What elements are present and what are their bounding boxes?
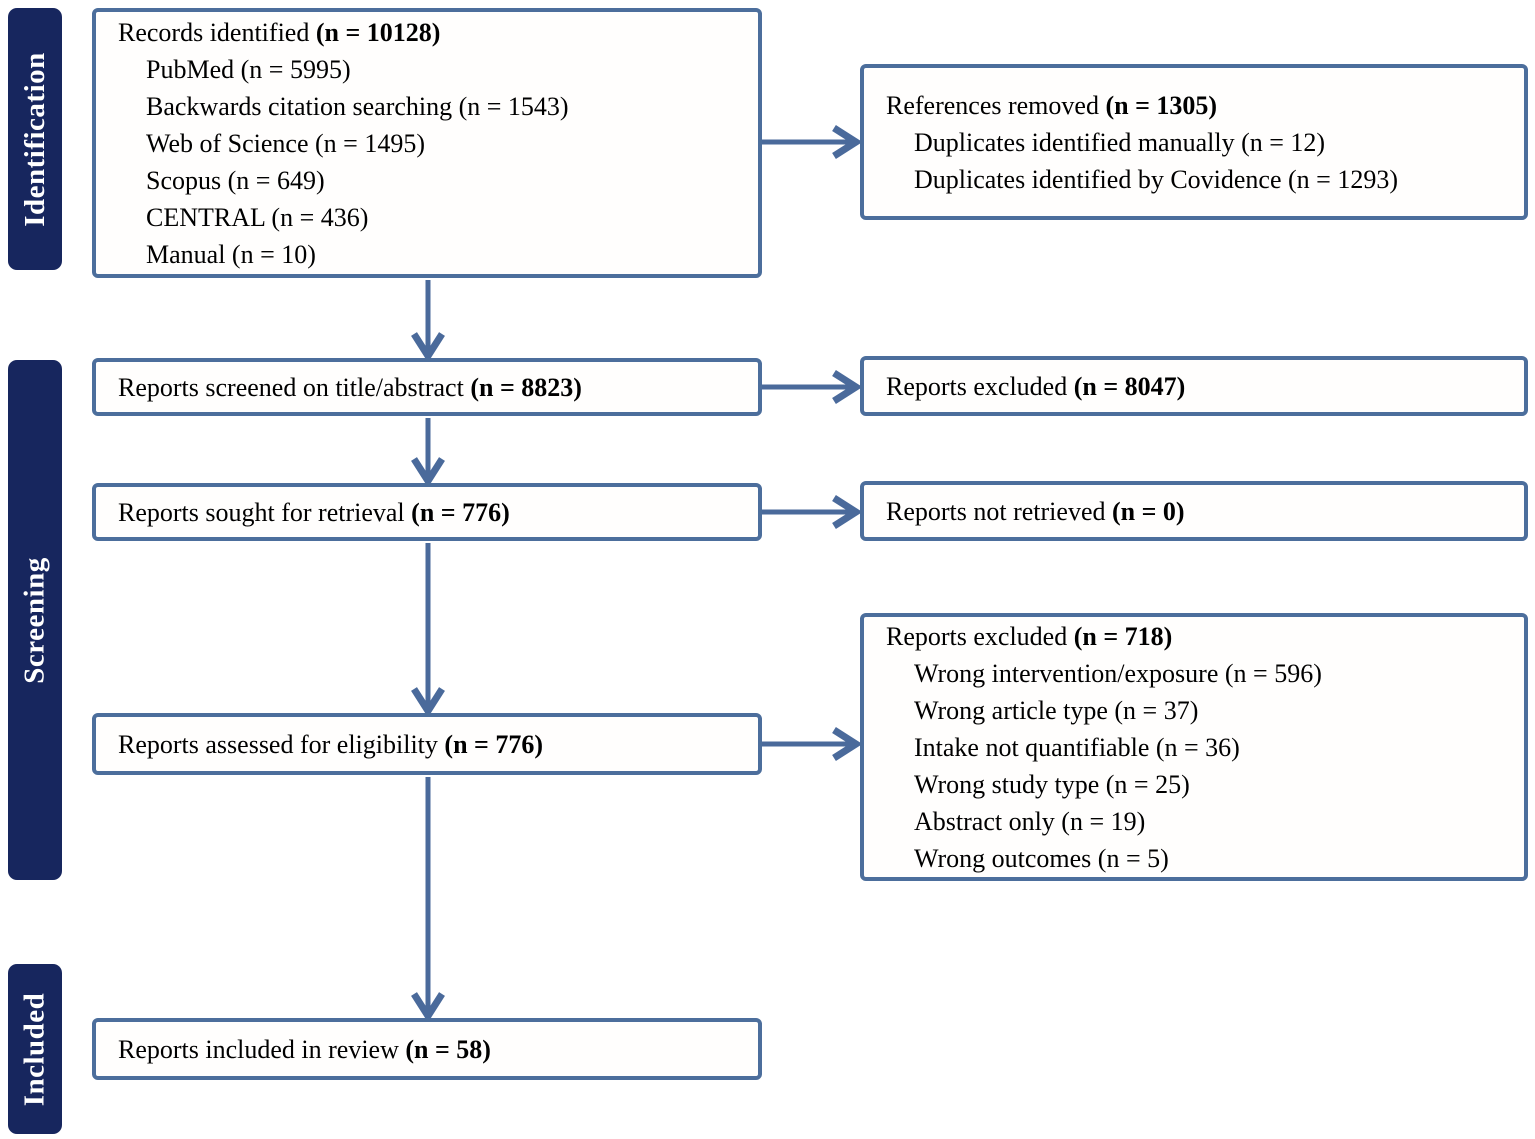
exclusion-reason-item: Abstract only (n = 19) [914,806,1146,836]
arrow-assessed-to-included [411,777,445,1023]
reports-assessed-count: (n = 776) [444,729,543,759]
box-reports-excluded-eligibility: Reports excluded (n = 718) Wrong interve… [860,613,1528,881]
reports-excluded-eligibility-heading: Reports excluded (n = 718) [886,618,1516,655]
reports-included-count: (n = 58) [405,1034,491,1064]
records-identified-heading: Records identified (n = 10128) [118,14,750,51]
exclusion-reason-item: Wrong intervention/exposure (n = 596) [914,658,1322,688]
references-removed-heading: References removed (n = 1305) [886,87,1516,124]
records-source-item: Scopus (n = 649) [146,165,325,195]
box-reports-included: Reports included in review (n = 58) [92,1018,762,1080]
reports-not-retrieved-heading: Reports not retrieved (n = 0) [886,493,1516,530]
box-reports-not-retrieved: Reports not retrieved (n = 0) [860,481,1528,541]
reports-not-retrieved-label: Reports not retrieved [886,496,1112,526]
reports-screened-heading: Reports screened on title/abstract (n = … [118,369,750,406]
stage-label-identification: Identification [18,51,51,227]
reports-excluded-screening-label: Reports excluded [886,371,1074,401]
stage-label-included: Included [18,992,51,1106]
stage-label-screening: Screening [18,556,51,684]
reports-not-retrieved-count: (n = 0) [1112,496,1185,526]
reports-included-heading: Reports included in review (n = 58) [118,1031,750,1068]
records-source-item: CENTRAL (n = 436) [146,202,369,232]
box-reports-sought: Reports sought for retrieval (n = 776) [92,483,762,541]
arrow-records-to-screened [411,280,445,363]
records-source-item: Backwards citation searching (n = 1543) [146,91,569,121]
box-records-identified: Records identified (n = 10128) PubMed (n… [92,8,762,278]
arrow-screened-to-sought [411,418,445,488]
box-reports-screened: Reports screened on title/abstract (n = … [92,358,762,416]
exclusion-reason-item: Wrong outcomes (n = 5) [914,843,1169,873]
references-removed-item: Duplicates identified by Covidence (n = … [914,164,1398,194]
reports-sought-label: Reports sought for retrieval [118,497,412,527]
records-source-item: Manual (n = 10) [146,239,316,269]
reports-assessed-heading: Reports assessed for eligibility (n = 77… [118,726,750,763]
records-source-item: Web of Science (n = 1495) [146,128,425,158]
reports-excluded-eligibility-count: (n = 718) [1073,621,1173,651]
reports-screened-label: Reports screened on title/abstract [118,372,471,402]
reports-excluded-screening-count: (n = 8047) [1073,371,1186,401]
references-removed-count: (n = 1305) [1105,90,1218,120]
reports-assessed-label: Reports assessed for eligibility [118,729,445,759]
stage-bar-identification: Identification [8,8,62,270]
reports-included-label: Reports included in review [118,1034,406,1064]
arrow-screened-to-excluded [762,370,863,404]
exclusion-reason-item: Wrong study type (n = 25) [914,769,1190,799]
arrow-assessed-to-excluded [762,727,863,761]
box-reports-assessed: Reports assessed for eligibility (n = 77… [92,713,762,775]
stage-bar-screening: Screening [8,360,62,880]
reports-sought-heading: Reports sought for retrieval (n = 776) [118,494,750,531]
reports-sought-count: (n = 776) [411,497,510,527]
box-references-removed: References removed (n = 1305) Duplicates… [860,64,1528,220]
exclusion-reason-item: Wrong article type (n = 37) [914,695,1199,725]
records-identified-label: Records identified [118,17,316,47]
references-removed-item: Duplicates identified manually (n = 12) [914,127,1326,157]
reports-excluded-screening-heading: Reports excluded (n = 8047) [886,368,1516,405]
exclusion-reason-item: Intake not quantifiable (n = 36) [914,732,1240,762]
arrow-records-to-references-removed [762,125,863,159]
arrow-sought-to-not-retrieved [762,495,863,529]
records-identified-count: (n = 10128) [315,17,441,47]
box-reports-excluded-screening: Reports excluded (n = 8047) [860,356,1528,416]
arrow-sought-to-assessed [411,543,445,718]
reports-excluded-eligibility-label: Reports excluded [886,621,1074,651]
records-source-item: PubMed (n = 5995) [146,54,351,84]
reports-screened-count: (n = 8823) [470,372,582,402]
references-removed-label: References removed [886,90,1106,120]
stage-bar-included: Included [8,964,62,1134]
